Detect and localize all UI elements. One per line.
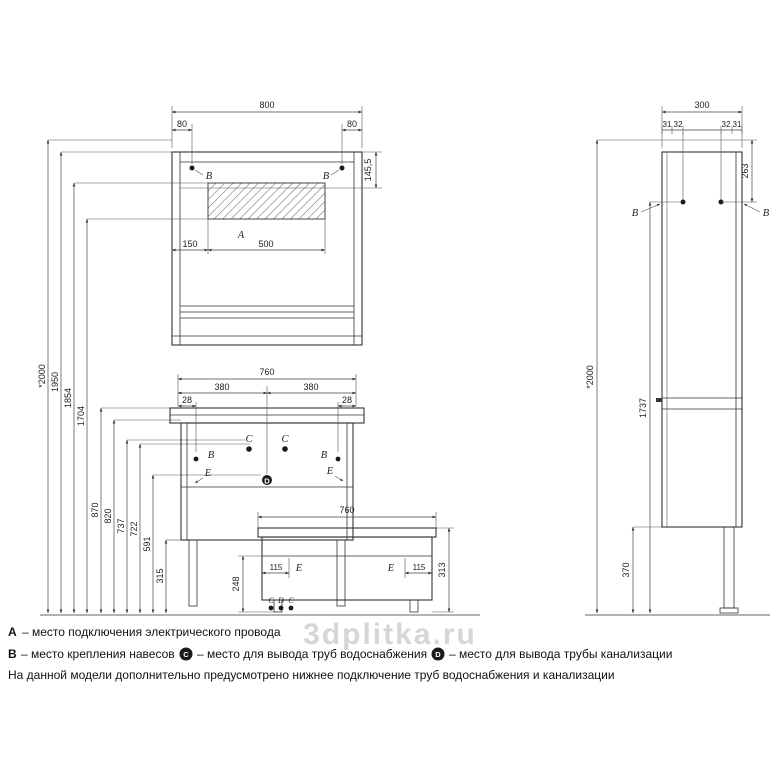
legend-c-text: – место для вывода труб водоснабжения [197, 647, 427, 661]
hook-height-dim: 1737 [638, 398, 648, 418]
zone-offset-dim: 150 [182, 239, 197, 249]
mirror-cabinet-front-view: B B A 800 80 80 145,5 150 500 [171, 100, 382, 346]
drain-point-badge [262, 475, 272, 485]
mirror-offset-left-dim: 80 [177, 119, 187, 129]
water-supply-point-dot [288, 605, 294, 611]
water-supply-point-dot [282, 446, 288, 452]
hook-offset-dim-4: 31 [733, 120, 742, 129]
legend: A – место подключения электрического про… [8, 625, 672, 682]
handle-mark [656, 398, 662, 402]
height-dimension-chain: *2000 1950 1854 1704 870 820 737 722 591 [37, 139, 261, 614]
vanity-half-right-dim: 380 [303, 382, 318, 392]
mount-point-dot [193, 456, 199, 462]
legend-c-key: C [183, 650, 189, 659]
vanity-d-label: D [264, 477, 270, 486]
basin-inset-left-dim: 115 [270, 563, 283, 572]
basin-c-label: C [268, 596, 274, 605]
basin-width-dim: 760 [339, 505, 354, 515]
cabinet-b-label-right: B [763, 208, 770, 219]
mount-point-dot [189, 165, 195, 171]
legend-a-text: – место подключения электрического прово… [22, 625, 281, 639]
vanity-c-label-left: C [245, 434, 253, 445]
hook-offset-dim-1: 31 [663, 120, 672, 129]
vanity-b-label-left: B [208, 450, 215, 461]
mount-point-dot [339, 165, 345, 171]
vanity-e-label-right: E [326, 466, 334, 477]
basin-c-label: C [288, 596, 294, 605]
height-dim-591: 591 [142, 536, 152, 551]
height-dim-820: 820 [103, 508, 113, 523]
legend-b-key: B [8, 647, 17, 661]
mount-point-dot [335, 456, 341, 462]
basin-e-label-left: E [295, 563, 303, 574]
cabinet-total-height-dim: *2000 [585, 365, 595, 389]
basin-side-view: 760 E E 115 115 313 248 C D C [231, 505, 454, 613]
legend-a-key: A [8, 625, 17, 639]
mount-point-dot [680, 199, 686, 205]
mirror-b-label-left: B [206, 171, 213, 182]
watermark: 3dplitka.ru [303, 618, 477, 651]
vanity-front-view: 760 380 380 28 28 C C B B E E D [169, 367, 365, 607]
bottom-clearance-dim: 370 [621, 562, 631, 577]
drain-point-dot [278, 605, 284, 611]
basin-d-label: D [277, 596, 284, 605]
water-supply-point-dot [246, 446, 252, 452]
height-dim-722: 722 [129, 521, 139, 536]
cabinet-depth-dim: 300 [694, 100, 709, 110]
height-dim-2000: *2000 [37, 364, 47, 388]
hook-offset-dim-3: 32 [722, 120, 731, 129]
vanity-width-dim: 760 [259, 367, 274, 377]
height-dim-1950: 1950 [50, 372, 60, 392]
hook-offset-dim-2: 32 [674, 120, 683, 129]
height-dim-1854: 1854 [63, 388, 73, 408]
top-to-hook-dim: 263 [740, 163, 750, 178]
height-dim-870: 870 [90, 502, 100, 517]
vanity-c-label-right: C [281, 434, 289, 445]
vanity-b-label-right: B [321, 450, 328, 461]
basin-height-dim: 313 [437, 562, 447, 577]
legend-b-text: – место крепления навесов [21, 647, 175, 661]
mirror-width-dim: 800 [259, 100, 274, 110]
electrical-zone-hatch [207, 182, 326, 220]
basin-e-label-right: E [387, 563, 395, 574]
zone-a-label: A [237, 230, 245, 241]
height-dim-737: 737 [116, 518, 126, 533]
legend-d-key: D [435, 650, 441, 659]
cabinet-b-label-left: B [632, 208, 639, 219]
vanity-offset-right-dim: 28 [342, 395, 352, 405]
basin-body-height-dim: 248 [231, 576, 241, 591]
height-dim-1704: 1704 [76, 406, 86, 426]
legend-note: На данной модели дополнительно предусмот… [8, 668, 615, 682]
vanity-half-left-dim: 380 [214, 382, 229, 392]
lamp-height-dim: 145,5 [363, 159, 373, 182]
legend-c-badge [179, 647, 193, 661]
vanity-e-label-left: E [204, 468, 212, 479]
mirror-b-label-right: B [323, 171, 330, 182]
mirror-offset-right-dim: 80 [347, 119, 357, 129]
legend-d-text: – место для вывода трубы канализации [449, 647, 672, 661]
zone-width-dim: 500 [258, 239, 273, 249]
vanity-offset-left-dim: 28 [182, 395, 192, 405]
tall-cabinet-side-view: 300 31 32 32 31 263 B B *2000 1737 [585, 100, 770, 614]
basin-inset-right-dim: 115 [413, 563, 426, 572]
height-dim-315: 315 [155, 568, 165, 583]
water-supply-point-dot [268, 605, 274, 611]
legend-d-badge [431, 647, 445, 661]
